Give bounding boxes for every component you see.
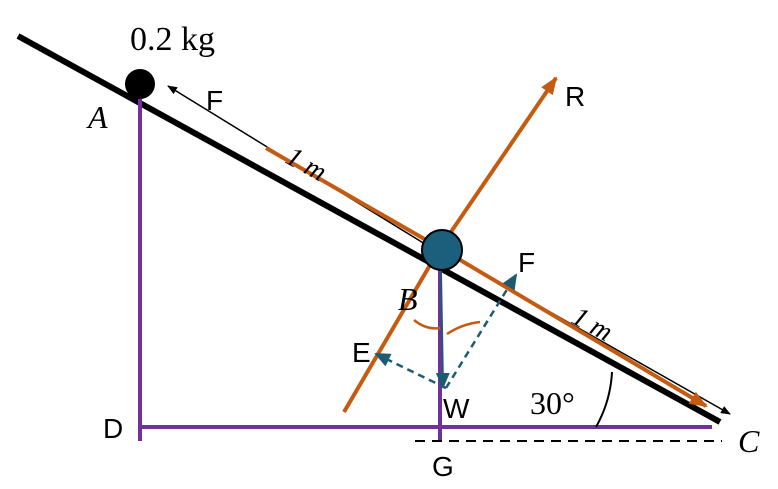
angle-mark-left	[413, 319, 441, 330]
displacement-line-upper	[265, 146, 441, 250]
point-d-label: D	[103, 413, 123, 444]
angle-mark-right	[446, 320, 481, 336]
angle-label: 30°	[530, 385, 575, 421]
weight-label: W	[443, 393, 470, 424]
point-b-label: B	[398, 281, 418, 317]
point-e-label: E	[352, 337, 371, 368]
incline-surface	[16, 33, 722, 425]
point-g-label: G	[432, 451, 454, 482]
weight-component-f-arrow	[444, 273, 518, 389]
force-f-right-label: F	[518, 247, 535, 278]
angle-arc	[595, 371, 613, 428]
point-a-label: A	[86, 99, 108, 135]
reaction-arrow	[438, 76, 558, 250]
weight-component-e-arrow	[374, 352, 447, 390]
ball-b	[421, 229, 463, 271]
weight-arrow	[435, 271, 450, 389]
reaction-label: R	[565, 81, 585, 112]
displacement-arrow-lower	[438, 246, 708, 408]
normal-line	[342, 246, 442, 414]
force-f-top-label: F	[206, 85, 223, 116]
mass-label: 0.2 kg	[130, 21, 215, 58]
point-c-label: C	[738, 423, 760, 459]
ball-a	[125, 69, 155, 99]
